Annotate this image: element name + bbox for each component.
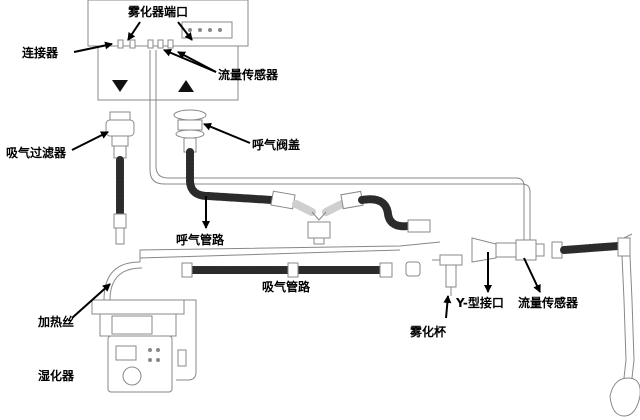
nebulizer-cup (432, 254, 463, 296)
label-inspiratory-limb: 吸气管路 (262, 279, 311, 294)
inspiratory-filter (105, 111, 135, 147)
label-flow-sensor-bottom: 流量传感器 (518, 295, 579, 310)
triangle-up-icon (178, 80, 194, 92)
label-humidifier: 湿化器 (38, 368, 75, 383)
resuscitation-bag (609, 377, 640, 417)
water-trap (307, 211, 331, 245)
flow-sensor (515, 239, 545, 261)
label-connector: 连接器 (22, 45, 59, 60)
humidifier-unit (91, 299, 197, 393)
heater-wire (103, 241, 441, 301)
label-heater-wire: 加热丝 (37, 314, 74, 329)
label-nebulizer-port: 雾化器端口 (127, 4, 188, 19)
label-expiratory-limb: 呼气管路 (176, 232, 225, 247)
inspiratory-limb (181, 261, 421, 278)
label-inspiratory-filter: 吸气过滤器 (6, 145, 67, 160)
y-piece (471, 237, 517, 263)
humidifier-knob (122, 366, 142, 386)
ventilator-display (181, 21, 233, 39)
expiratory-limb (186, 148, 431, 233)
label-exhalation-valve-cover: 呼气阀盖 (252, 137, 300, 152)
exhalation-valve-cover (173, 109, 207, 153)
triangle-down-icon (112, 80, 128, 92)
label-flow-sensor-top: 流量传感器 (218, 67, 279, 82)
callout-arrows (71, 21, 541, 319)
inspiratory-vertical-tube (113, 145, 127, 245)
humidifier-display (115, 345, 137, 361)
label-nebulizer-cup: 雾化杯 (409, 324, 447, 339)
patient-connection (551, 233, 640, 417)
flow-sensor-lines (149, 50, 531, 240)
label-y-piece: Y-型接口 (455, 295, 504, 310)
